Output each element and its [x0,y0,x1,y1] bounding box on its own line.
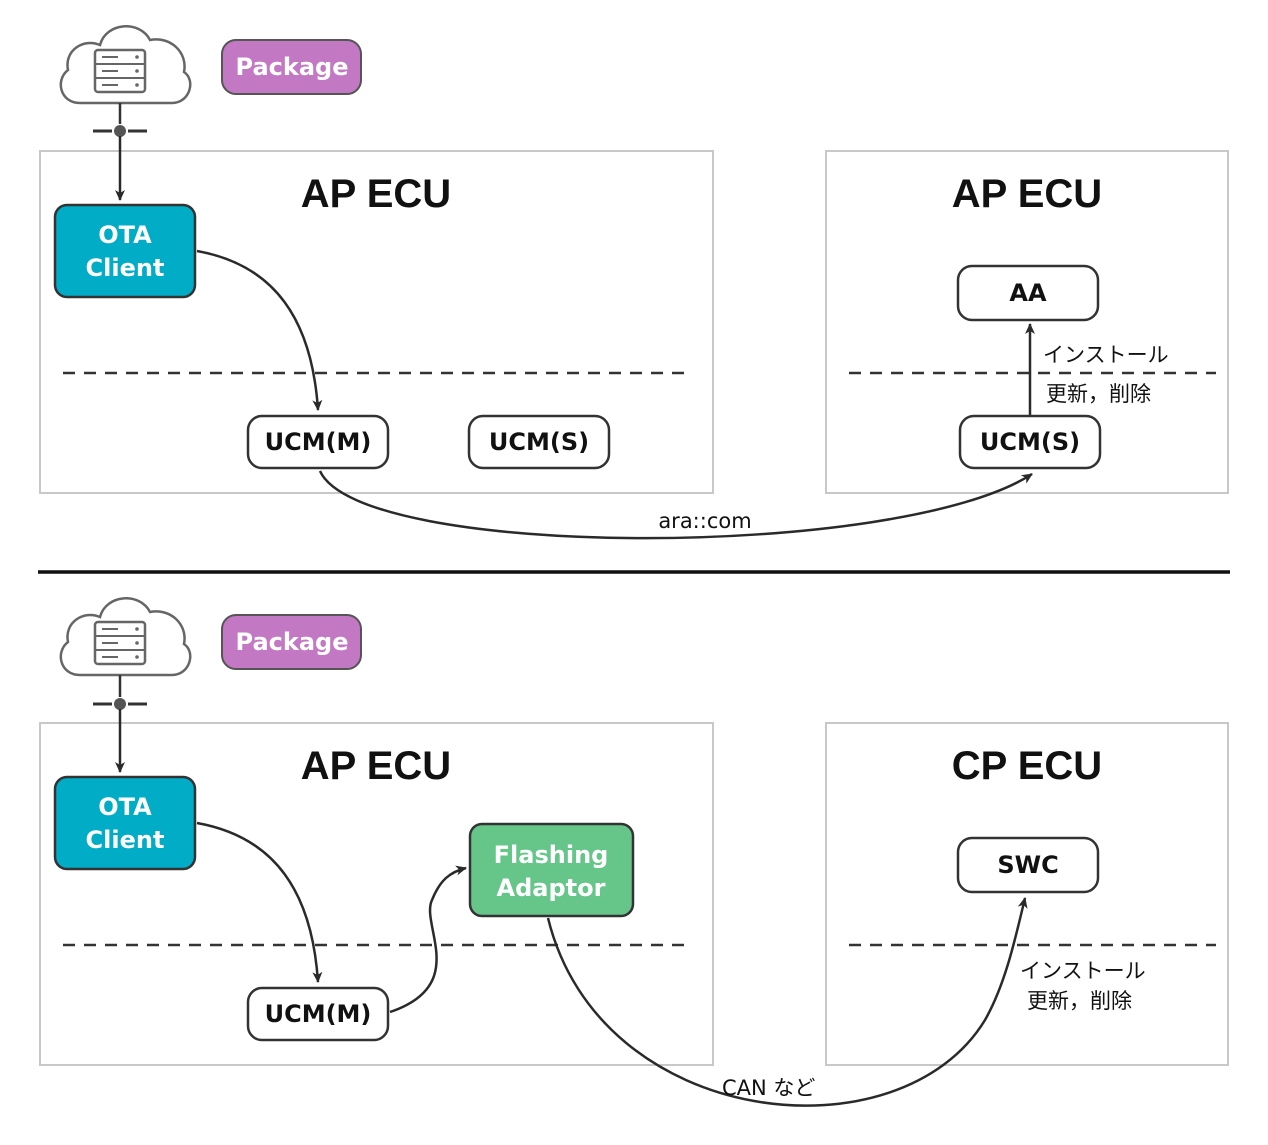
ota-client-label-line2: Client [86,826,165,854]
package-badge: Package [221,614,362,670]
ota-client-node[interactable]: OTA Client [53,203,197,299]
package-badge: Package [221,39,362,95]
install-label-line2: 更新，削除 [1027,989,1132,1013]
ucm-slave-remote-label: UCM(S) [980,428,1080,456]
network-connector-icon [93,103,147,137]
package-label: Package [236,628,349,656]
ecu-title: CP ECU [952,744,1102,788]
ota-client-label-line2: Client [86,254,165,282]
adaptive-application-node[interactable]: AA [956,264,1100,322]
flashing-adaptor-node[interactable]: Flashing Adaptor [468,822,635,918]
ecu-title: AP ECU [301,172,451,216]
flashing-adaptor-label-line2: Adaptor [497,874,606,902]
bottom-section: Package AP ECU CP ECU OTA Client UCM(M) [39,597,1229,1107]
cloud-server-icon [59,25,192,105]
swc-node[interactable]: SWC [956,836,1100,894]
ucm-master-label: UCM(M) [265,428,372,456]
aa-label: AA [1009,279,1047,307]
flashing-adaptor-label-line1: Flashing [494,841,609,869]
install-label-line1: インストール [1020,959,1146,983]
ota-client-label-line1: OTA [98,221,152,249]
ecu-title: AP ECU [952,172,1102,216]
ota-client-label-line1: OTA [98,793,152,821]
ota-client-node[interactable]: OTA Client [53,775,197,871]
install-label-line1: インストール [1043,343,1169,367]
network-connector-icon [93,675,147,710]
install-label-line2: 更新，削除 [1046,382,1151,406]
ucm-slave-label: UCM(S) [489,428,589,456]
ecu-title: AP ECU [301,744,451,788]
ara-com-arrow [318,470,1033,540]
ota-to-ucm-arrow [196,821,323,983]
top-section: Package AP ECU AP ECU OTA Client UCM(M) [39,25,1229,540]
ucm-master-label: UCM(M) [265,1000,372,1028]
ucm-master-node[interactable]: UCM(M) [246,986,390,1042]
ucm-slave-node[interactable]: UCM(S) [467,414,611,470]
cloud-server-icon [59,597,192,677]
bottom-right-ecu: CP ECU [825,722,1229,1066]
ucm-master-node[interactable]: UCM(M) [246,414,390,470]
ucm-slave-remote-node[interactable]: UCM(S) [958,414,1102,470]
ota-to-ucm-arrow [196,249,323,411]
can-arrow [546,897,1028,1107]
package-label: Package [236,53,349,81]
can-label: CAN など [722,1076,815,1100]
swc-label: SWC [997,851,1058,879]
ucm-to-adaptor-arrow [389,865,467,1014]
ara-com-label: ara::com [658,509,751,533]
